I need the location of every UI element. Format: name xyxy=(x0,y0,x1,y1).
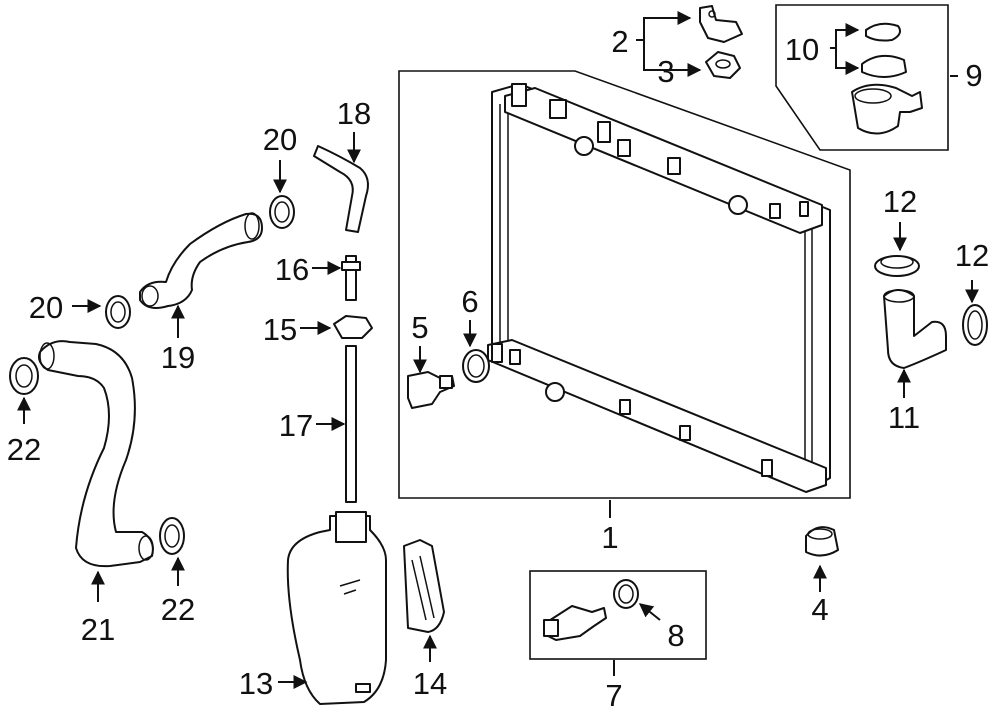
callout-5: 5 xyxy=(411,310,428,345)
reservoir-bracket-part[interactable] xyxy=(403,539,445,633)
upper-hose-part[interactable] xyxy=(139,212,263,309)
drain-plug-part[interactable] xyxy=(407,371,455,409)
callout-18: 18 xyxy=(337,96,371,131)
leader-3 xyxy=(643,40,702,77)
clamp-left-part[interactable] xyxy=(105,295,131,329)
mount-cushion-part[interactable] xyxy=(805,526,839,557)
callout-1: 1 xyxy=(601,520,618,555)
callout-9: 9 xyxy=(965,58,982,93)
callout-11: 11 xyxy=(888,400,920,435)
lower-hose-part[interactable] xyxy=(38,340,154,568)
leader-2 xyxy=(636,11,692,41)
callout-13: 13 xyxy=(239,666,273,701)
clamp-lower-left-part[interactable] xyxy=(9,357,39,395)
callout-2: 2 xyxy=(611,24,628,59)
callout-20a: 20 xyxy=(263,122,297,157)
callout-21: 21 xyxy=(81,612,115,647)
callout-19: 19 xyxy=(161,340,195,375)
callout-12b: 12 xyxy=(955,238,989,273)
clamp-right-part[interactable] xyxy=(962,304,988,346)
callout-17: 17 xyxy=(279,408,313,443)
callout-12a: 12 xyxy=(883,184,917,219)
callout-3: 3 xyxy=(657,54,674,89)
sensor-group-frame xyxy=(529,570,707,660)
hose-elbow-part[interactable] xyxy=(883,289,947,369)
clamp-top-part[interactable] xyxy=(269,195,295,229)
small-hose-part[interactable] xyxy=(313,145,369,233)
leader-10b xyxy=(835,48,860,75)
overflow-tube-part[interactable] xyxy=(345,345,357,503)
radiator-frame xyxy=(398,70,851,499)
callout-22b: 22 xyxy=(161,592,195,627)
nut-part[interactable] xyxy=(705,51,741,79)
reservoir-part[interactable] xyxy=(286,511,387,705)
callout-15: 15 xyxy=(263,312,297,347)
callout-7: 7 xyxy=(605,678,622,711)
callout-10: 10 xyxy=(785,32,819,67)
bracket-part[interactable] xyxy=(699,5,743,43)
callout-14: 14 xyxy=(413,666,447,701)
callout-8: 8 xyxy=(667,618,684,653)
callout-16: 16 xyxy=(275,252,309,287)
callout-4: 4 xyxy=(811,592,828,627)
callout-22a: 22 xyxy=(7,432,41,467)
o-ring-part[interactable] xyxy=(462,349,490,383)
cap-group-frame xyxy=(775,4,949,151)
callout-20b: 20 xyxy=(29,290,63,325)
clamp-lower-right-part[interactable] xyxy=(159,517,185,555)
cap-part[interactable] xyxy=(861,22,907,78)
radiator-part[interactable] xyxy=(487,83,831,493)
callout-6: 6 xyxy=(461,284,478,319)
gasket-part[interactable] xyxy=(613,579,639,609)
clamp-upper-part[interactable] xyxy=(874,255,920,277)
reservoir-cap-part[interactable] xyxy=(333,315,373,339)
leader-8 xyxy=(638,603,661,621)
filler-neck-part[interactable] xyxy=(851,83,923,135)
sensor-part[interactable] xyxy=(543,605,607,641)
valve-part[interactable] xyxy=(341,255,361,301)
leader-10a xyxy=(830,23,860,49)
